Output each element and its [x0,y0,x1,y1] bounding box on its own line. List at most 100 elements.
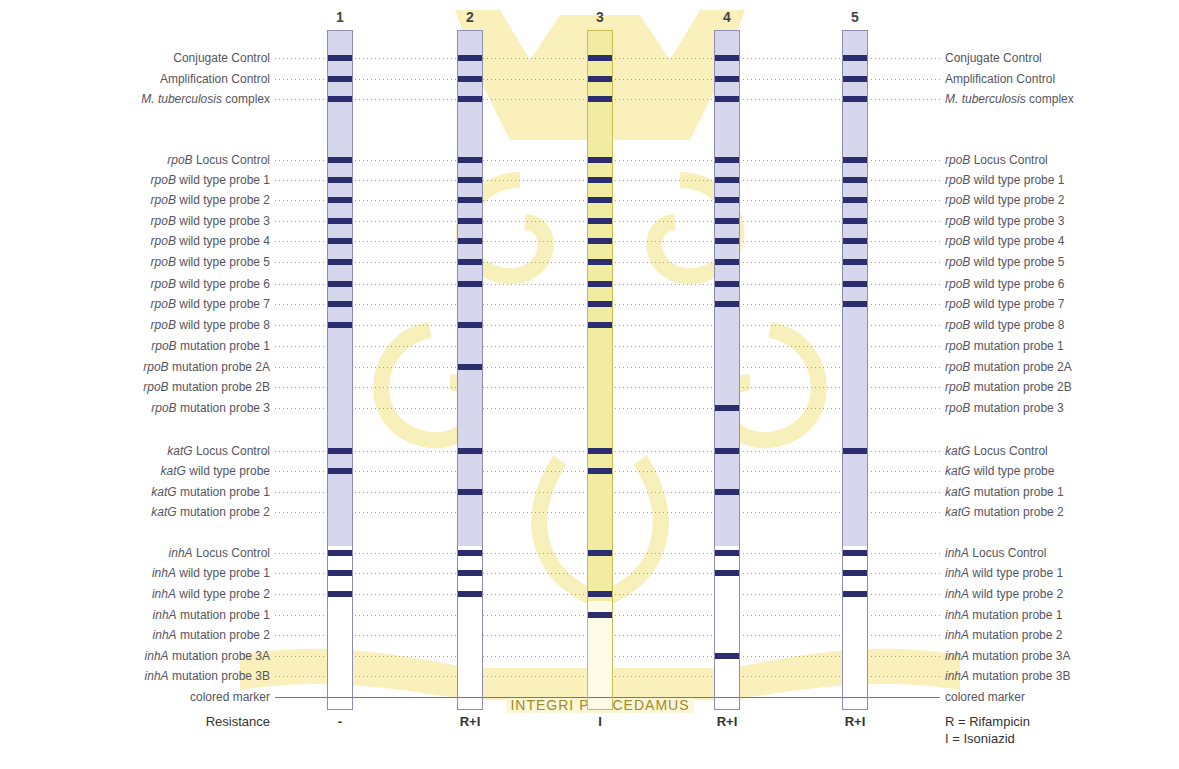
probe-band [588,301,612,307]
label-word: probe [1020,505,1054,519]
label-word: colored [190,690,229,704]
label-word: wild [970,173,994,187]
probe-band [715,653,739,659]
probe-label: inhA mutation probe 3A [945,648,1070,664]
label-word: mutation [169,360,218,374]
label-word: 2A [252,360,270,374]
label-word: rpoB [151,339,176,353]
label-word: = [954,714,965,729]
probe-label: Amplification Control [160,71,270,87]
probe-label: katG Locus Control [945,443,1048,459]
label-word: mutation [969,628,1018,642]
probe-label: rpoB Locus Control [167,152,270,168]
resistance-result: I [598,714,602,730]
label-word: probe [1020,485,1054,499]
label-word: mutation [169,649,218,663]
label-word: 2 [1053,587,1063,601]
strip-body [587,30,613,710]
label-word: probe [226,318,260,332]
probe-band [715,55,739,61]
probe-label: rpoB wild type probe 2 [945,192,1064,208]
probe-band [458,489,482,495]
label-word: mutation [970,485,1019,499]
label-word: wild [969,566,993,580]
probe-band [715,157,739,163]
label-word: I [945,731,949,746]
label-word: probe [226,297,260,311]
probe-band [588,218,612,224]
label-word: type [994,464,1020,478]
label-word: probe [226,277,260,291]
label-word: Locus [193,546,228,560]
label-word: probe [1018,628,1052,642]
probe-band [588,281,612,287]
label-word: wild [176,277,200,291]
label-word: rpoB [151,234,176,248]
label-word: complex [222,92,270,106]
label-word: Locus [193,444,228,458]
probe-band [458,570,482,576]
probe-label: rpoB mutation probe 2B [143,379,270,395]
label-word: type [994,318,1020,332]
label-word: wild [970,214,994,228]
label-word: inhA [945,546,969,560]
probe-band [328,259,352,265]
probe-label: rpoB Locus Control [945,152,1048,168]
probe-label: inhA mutation probe 3B [945,668,1070,684]
probe-band [328,281,352,287]
label-word: mutation [169,669,218,683]
label-word: 1 [1053,566,1063,580]
label-word: rpoB [945,234,970,248]
probe-band [458,448,482,454]
probe-band [843,96,867,102]
label-word: type [200,193,226,207]
label-word: rpoB [945,214,970,228]
label-word: M. [945,92,958,106]
probe-label: Conjugate Control [173,50,270,66]
label-word: 2 [260,628,270,642]
label-word: wild [176,297,200,311]
probe-band [328,468,352,474]
label-word: type [200,255,226,269]
probe-band [588,197,612,203]
probe-band [843,76,867,82]
label-word: rpoB [151,297,176,311]
label-word: rpoB [945,380,970,394]
probe-label: rpoB wild type probe 4 [945,233,1064,249]
label-word: wild [176,566,200,580]
label-word: rpoB [945,297,970,311]
label-word: rpoB [945,401,970,415]
probe-band [458,55,482,61]
probe-band [715,76,739,82]
label-word: type [993,566,1019,580]
label-word: mutation [970,401,1019,415]
label-word: katG [151,505,176,519]
probe-label: rpoB wild type probe 8 [151,317,270,333]
probe-band [843,281,867,287]
label-word: 6 [1054,277,1064,291]
label-word: tuberculosis [958,92,1025,106]
probe-band [458,281,482,287]
label-word: Conjugate [945,51,1000,65]
probe-band [715,301,739,307]
label-word: inhA [945,566,969,580]
label-word: probe [1020,360,1054,374]
label-word: type [200,173,226,187]
probe-label: katG wild type probe [161,463,270,479]
label-word: type [200,234,226,248]
probe-band [588,259,612,265]
label-word: M. [141,92,154,106]
label-word: 6 [260,277,270,291]
marker-line [588,697,612,698]
label-word: type [994,234,1020,248]
label-word: 3 [1054,214,1064,228]
label-word: katG [151,485,176,499]
label-word: Control [228,444,270,458]
label-word: mutation [970,380,1019,394]
label-word: 2 [260,587,270,601]
label-word: mutation [969,608,1018,622]
label-word: 8 [260,318,270,332]
probe-label: colored marker [945,689,1025,705]
label-word: wild [969,587,993,601]
probe-band [843,259,867,265]
